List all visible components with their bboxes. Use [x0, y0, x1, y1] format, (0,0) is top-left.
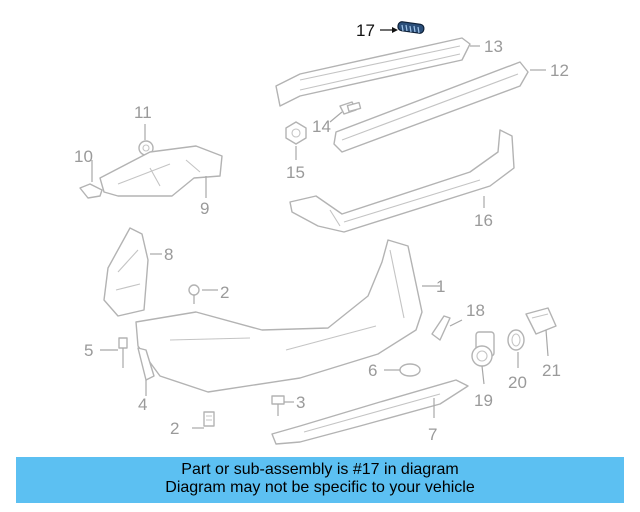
part-15-bumper-bracket[interactable]: [289, 129, 515, 233]
callout-15: 15: [286, 163, 305, 182]
part-17-clip[interactable]: [397, 21, 425, 34]
callout-17-highlighted: 17: [356, 21, 375, 40]
part-9-side-bracket[interactable]: [99, 145, 223, 197]
callout-19: 19: [474, 391, 493, 410]
callout-11: 11: [134, 103, 152, 122]
part-19-parking-sensor[interactable]: [471, 331, 495, 367]
callout-16: 16: [474, 211, 493, 230]
part-3-bolt[interactable]: [271, 395, 285, 416]
callout-5: 5: [84, 341, 93, 360]
callout-8: 8: [164, 245, 173, 264]
callout-3: 3: [296, 393, 305, 412]
vehicle-disclaimer-line: Diagram may not be specific to your vehi…: [165, 479, 475, 496]
part-16-nut[interactable]: [285, 121, 307, 145]
part-21-sensor-holder[interactable]: [525, 307, 557, 335]
part-info-banner: Part or sub-assembly is #17 in diagram D…: [16, 457, 624, 503]
callout-7: 7: [428, 425, 437, 444]
callout-13: 13: [484, 37, 503, 56]
part-4-reflector[interactable]: [137, 347, 155, 381]
callout-6: 6: [368, 361, 377, 380]
part-12-energy-absorber[interactable]: [333, 61, 529, 153]
callout-21: 21: [542, 361, 561, 380]
part-2-screw-lower[interactable]: [203, 411, 215, 427]
part-info-line: Part or sub-assembly is #17 in diagram: [181, 461, 459, 478]
callout-18: 18: [466, 301, 485, 320]
callout-2-lower: 2: [170, 419, 179, 438]
part-7-valance[interactable]: [271, 379, 469, 445]
callout-14: 14: [312, 117, 331, 136]
part-2-screw-upper[interactable]: [188, 284, 200, 304]
part-10-screw[interactable]: [79, 183, 103, 199]
callout-20: 20: [508, 373, 527, 392]
part-1-bumper-cover[interactable]: [135, 239, 423, 393]
exploded-parts-diagram: 1 2 2 3 4 5 6 7 8 9 10 11 12 13 14 15 16…: [74, 21, 569, 445]
callout-4: 4: [138, 395, 147, 414]
part-6-plug[interactable]: [399, 363, 421, 377]
part-8-guide-bracket[interactable]: [103, 227, 149, 317]
callout-9: 9: [200, 199, 209, 218]
part-13-impact-bar[interactable]: [275, 37, 471, 107]
part-5-pin[interactable]: [118, 337, 128, 368]
callout-labels: 1 2 2 3 4 5 6 7 8 9 10 11 12 13 14 15 16…: [74, 21, 569, 444]
callout-1: 1: [436, 277, 445, 296]
callout-12: 12: [550, 61, 569, 80]
part-18-trim[interactable]: [431, 315, 451, 341]
callout-10: 10: [74, 147, 93, 166]
callout-2-upper: 2: [220, 283, 229, 302]
part-14-bolt[interactable]: [339, 101, 362, 115]
leader-lines: [91, 27, 549, 429]
part-20-grommet[interactable]: [507, 329, 525, 351]
